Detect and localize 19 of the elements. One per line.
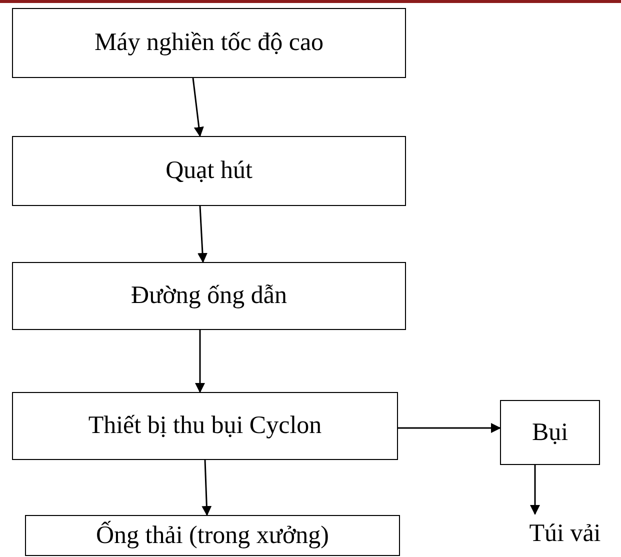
box-label: Máy nghiền tốc độ cao — [94, 29, 324, 57]
box-label: Ống thải (trong xưởng) — [96, 522, 329, 550]
box-label: Thiết bị thu bụi Cyclon — [88, 412, 322, 440]
process-box — [12, 392, 398, 460]
arrow — [198, 206, 208, 263]
box-label: Bụi — [532, 418, 568, 446]
arrow — [398, 423, 501, 433]
arrow — [192, 78, 204, 137]
process-box — [12, 8, 406, 78]
box-label: Đường ống dẫn — [131, 282, 287, 310]
box-label: Quạt hút — [166, 157, 252, 185]
process-box — [25, 515, 400, 556]
process-box — [12, 136, 406, 206]
arrow — [202, 460, 212, 516]
output-label: Túi vải — [522, 516, 608, 552]
arrow — [195, 330, 205, 393]
process-box — [500, 400, 600, 465]
arrow — [530, 465, 540, 515]
process-box — [12, 262, 406, 330]
